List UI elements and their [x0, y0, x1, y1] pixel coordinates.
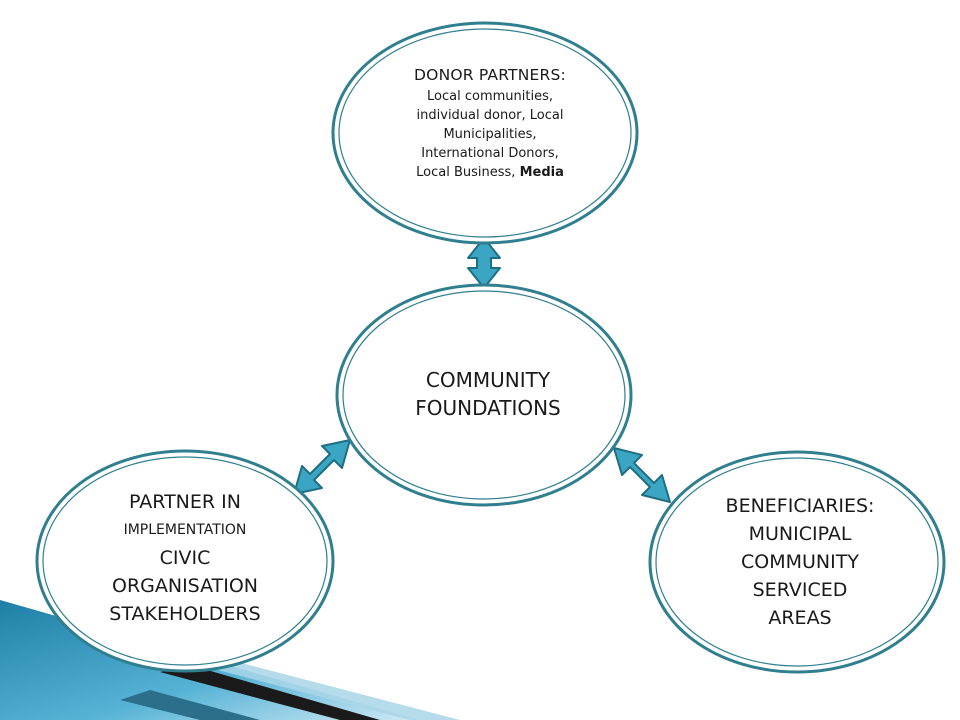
- center-line: COMMUNITY: [425, 368, 551, 392]
- arrow-partner-center: [293, 439, 351, 495]
- partner-in-implementation-label: PARTNER IN IMPLEMENTATION CIVIC ORGANISA…: [60, 488, 310, 628]
- center-line: FOUNDATIONS: [415, 396, 561, 420]
- donor-line: International Donors,: [421, 146, 559, 161]
- donor-line-last: Local Business, Media: [375, 163, 605, 182]
- center-ellipse: [335, 283, 633, 507]
- donor-description: Local communities, individual donor, Loc…: [375, 87, 605, 182]
- partner-line: PARTNER IN: [129, 491, 241, 513]
- arrow-center-beneficiaries: [613, 447, 671, 503]
- community-foundations-label: COMMUNITY FOUNDATIONS: [368, 366, 608, 422]
- donor-media-emphasis: Media: [519, 165, 564, 180]
- partner-line: CIVIC: [159, 547, 211, 569]
- beneficiaries-line: BENEFICIARIES:: [725, 495, 875, 517]
- donor-line: individual donor, Local: [416, 108, 564, 123]
- donor-ellipse: [331, 21, 639, 245]
- beneficiaries-line: COMMUNITY: [741, 551, 859, 573]
- donor-title: DONOR PARTNERS:: [414, 66, 566, 84]
- beneficiaries-label: BENEFICIARIES: MUNICIPAL COMMUNITY SERVI…: [675, 492, 925, 632]
- partner-line-small: IMPLEMENTATION: [123, 522, 247, 538]
- beneficiaries-line: SERVICED: [752, 579, 848, 601]
- donor-partners-label: DONOR PARTNERS: Local communities, indiv…: [375, 66, 605, 182]
- partner-ellipse: [35, 449, 335, 673]
- beneficiaries-line: AREAS: [768, 607, 832, 629]
- donor-line-prefix: Local Business,: [416, 165, 520, 180]
- beneficiaries-ellipse: [648, 450, 946, 674]
- partner-line: STAKEHOLDERS: [109, 603, 261, 625]
- arrow-donor-center: [467, 237, 501, 289]
- partner-line: ORGANISATION: [111, 575, 258, 597]
- donor-line: Local communities,: [427, 89, 553, 104]
- donor-line: Municipalities,: [443, 127, 537, 142]
- beneficiaries-line: MUNICIPAL: [748, 523, 852, 545]
